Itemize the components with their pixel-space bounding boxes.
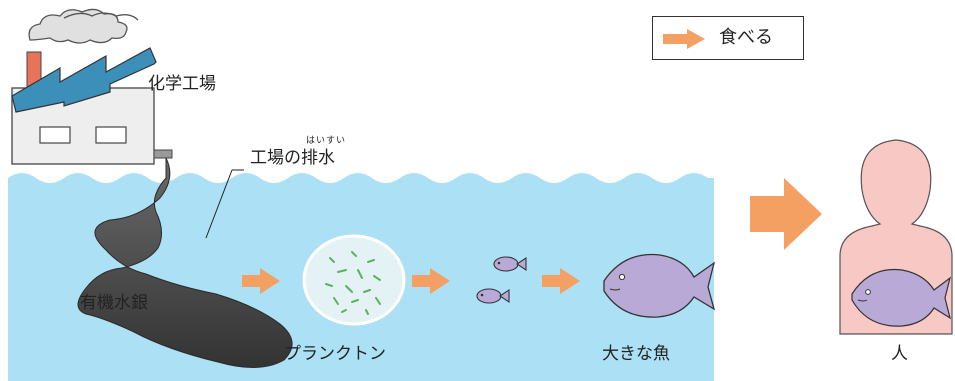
wastewater-ruby: はいすい	[306, 136, 347, 146]
legend-arrow-icon	[663, 29, 705, 49]
arrow-plankton-to-small-fish	[412, 268, 450, 294]
mercury-label: 有機水銀	[80, 293, 148, 313]
small-fish	[493, 256, 527, 272]
factory-roof	[11, 47, 157, 113]
arrow-mercury-to-plankton	[242, 268, 280, 294]
small-fish	[476, 288, 510, 304]
factory-label: 化学工場	[148, 74, 216, 94]
big-fish-label: 大きな魚	[602, 344, 670, 364]
big-fish	[603, 253, 716, 318]
legend-label: 食べる	[719, 27, 773, 48]
wastewater-leader-line	[205, 169, 233, 239]
arrow-small-fish-to-big-fish	[542, 268, 580, 294]
wastewater-label: 工場の排水	[250, 148, 335, 168]
factory-window	[39, 126, 71, 144]
factory	[11, 8, 173, 165]
human-figure	[839, 139, 953, 335]
plankton-label: プランクトン	[284, 344, 386, 364]
smoke-cloud	[28, 8, 128, 44]
human-label: 人	[891, 344, 908, 364]
arrow-sea-to-human	[750, 178, 822, 250]
factory-window	[95, 126, 127, 144]
wastewater-plume	[77, 157, 293, 369]
drain-pipe	[153, 149, 173, 159]
legend-box: 食べる	[652, 16, 804, 60]
plankton-circle	[302, 234, 406, 326]
